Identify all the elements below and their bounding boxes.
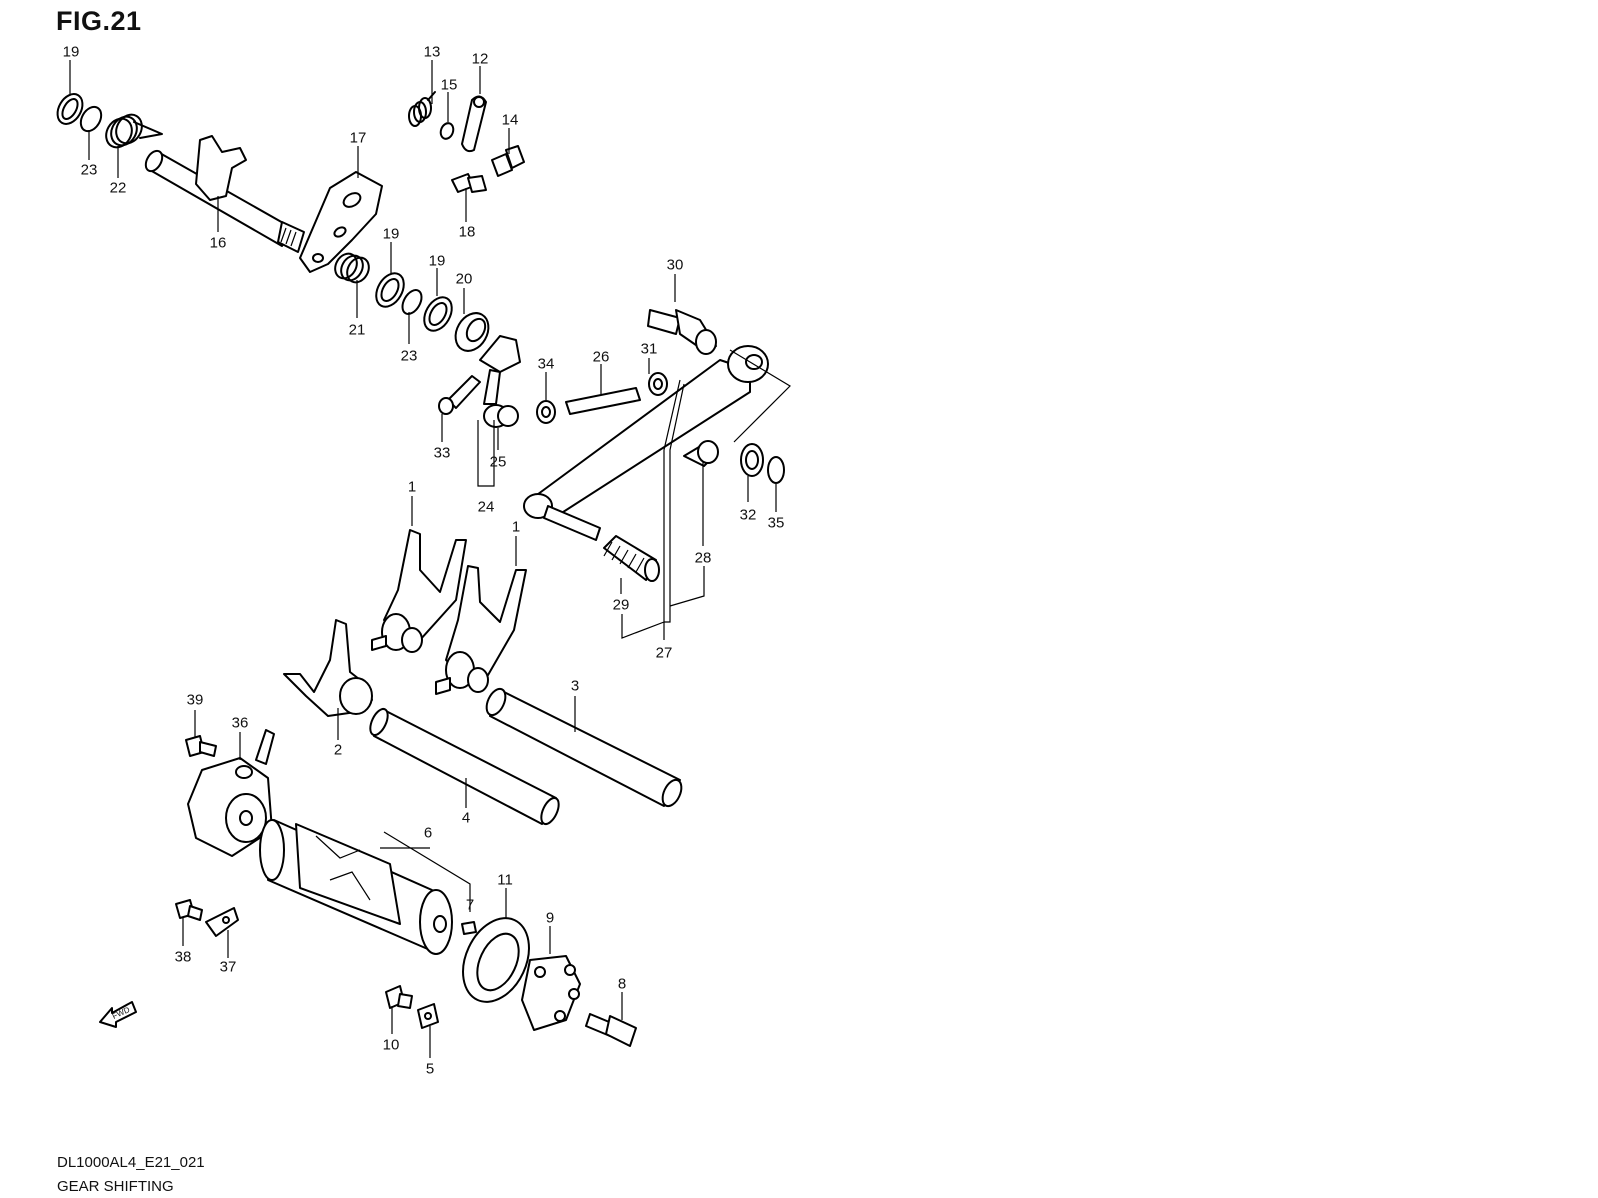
callout-38: 38 [174, 948, 192, 966]
callout-10: 10 [382, 1036, 400, 1054]
callout-29: 29 [612, 596, 630, 614]
washer-19c [423, 296, 453, 332]
circlip-35 [767, 456, 785, 484]
nut-31 [648, 372, 668, 396]
bolt-14 [491, 145, 525, 177]
callout-1: 1 [407, 478, 417, 496]
bolt-39 [185, 735, 217, 757]
gearshift-shaft-16 [144, 135, 305, 253]
callout-25: 25 [489, 453, 507, 471]
callout-17: 17 [349, 129, 367, 147]
gearshift-cam-6 [259, 819, 453, 955]
callout-15: 15 [440, 76, 458, 94]
callout-6: 6 [423, 824, 433, 842]
callout-26: 26 [592, 348, 610, 366]
callout-3: 3 [570, 677, 580, 695]
cam-stopper-plate-36 [187, 729, 275, 857]
spring-21 [334, 252, 370, 284]
callout-2: 2 [333, 741, 343, 759]
callout-5: 5 [425, 1060, 435, 1078]
callout-37: 37 [219, 958, 237, 976]
bearing-11 [462, 917, 530, 1003]
bolt-8 [585, 1013, 637, 1047]
callout-27: 27 [655, 644, 673, 662]
bolt-38 [175, 899, 203, 921]
diagram-code: DL1000AL4_E21_021 [57, 1154, 205, 1171]
callout-16: 16 [209, 234, 227, 252]
bushing-28 [683, 440, 719, 467]
callout-34: 34 [537, 355, 555, 373]
callout-13: 13 [423, 43, 441, 61]
rod-26 [565, 387, 641, 415]
bolt-33 [438, 375, 481, 415]
gearshift-lever-27 [523, 345, 769, 541]
callout-39: 39 [186, 691, 204, 709]
callout-31: 31 [640, 340, 658, 358]
callout-23: 23 [400, 347, 418, 365]
spring-13 [408, 91, 436, 127]
plate-37 [205, 907, 239, 937]
circlip-23b [401, 289, 423, 315]
shift-fork-1b [435, 565, 527, 695]
washer-15 [439, 122, 455, 140]
callout-28: 28 [694, 549, 712, 567]
shift-fork-shaft-4 [369, 707, 560, 826]
callout-20: 20 [455, 270, 473, 288]
callout-8: 8 [617, 975, 627, 993]
shift-fork-1a [371, 529, 467, 653]
callout-1: 1 [511, 518, 521, 536]
diagram-name: GEAR SHIFTING [57, 1178, 174, 1195]
fwd-arrow-icon [99, 1001, 137, 1028]
return-spring-22 [105, 113, 163, 149]
callout-4: 4 [461, 809, 471, 827]
nut-34 [536, 400, 556, 424]
figure-title: FIG.21 [56, 6, 142, 36]
callout-19: 19 [382, 225, 400, 243]
pin-7 [461, 921, 477, 935]
leader-lines [69, 60, 791, 1058]
callout-32: 32 [739, 506, 757, 524]
callout-12: 12 [471, 50, 489, 68]
callout-30: 30 [666, 256, 684, 274]
gear-shift-cam-stopper-12 [461, 95, 487, 153]
cam-driven-plate-9 [521, 955, 581, 1031]
circlip-23 [79, 105, 103, 133]
callout-24: 24 [477, 498, 495, 516]
callout-7: 7 [465, 896, 475, 914]
callout-35: 35 [767, 514, 785, 532]
oil-seal-20 [454, 312, 490, 352]
bolt-10 [385, 985, 413, 1009]
callout-33: 33 [433, 444, 451, 462]
callout-22: 22 [109, 179, 127, 197]
callout-19: 19 [428, 252, 446, 270]
washer-32 [740, 443, 764, 477]
shift-fork-shaft-3 [485, 687, 683, 808]
callout-23: 23 [80, 161, 98, 179]
circlip-washer-19 [56, 93, 84, 125]
bolt-18 [451, 173, 487, 193]
callout-21: 21 [348, 321, 366, 339]
gearshift-plate-17 [299, 171, 383, 273]
callout-19: 19 [62, 43, 80, 61]
callout-18: 18 [458, 223, 476, 241]
shift-lever-25 [479, 335, 521, 428]
shift-fork-2 [283, 619, 373, 717]
callout-9: 9 [545, 909, 555, 927]
washer-5 [417, 1003, 439, 1029]
washer-19b [375, 272, 405, 308]
footrest-rubber-29 [603, 535, 660, 582]
callout-36: 36 [231, 714, 249, 732]
bolt-30 [647, 309, 717, 355]
callout-14: 14 [501, 111, 519, 129]
callout-11: 11 [497, 871, 513, 889]
